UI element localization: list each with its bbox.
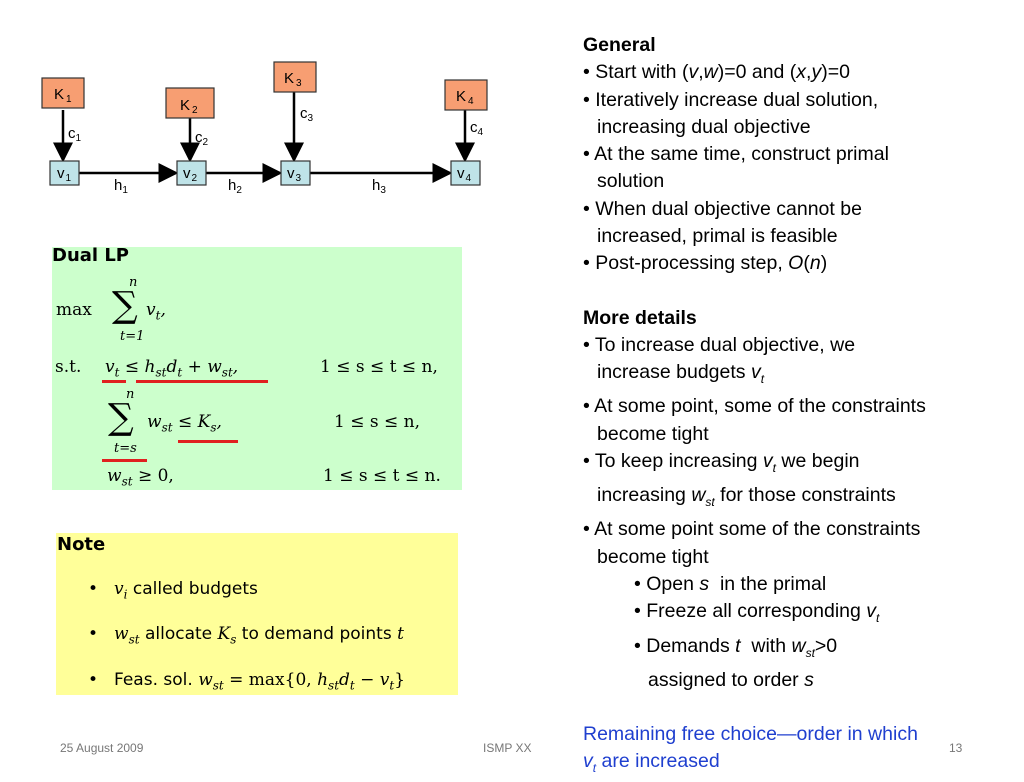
max-label: max (56, 300, 92, 320)
c2-label: c2 (195, 129, 209, 148)
sub-item-open: • Open s in the primal (634, 573, 827, 596)
constraint-1: vt ≤ hstdt + wst, (105, 357, 239, 380)
details-item-1: • To increase dual objective, we (583, 333, 856, 356)
general-item-2-cont: increasing dual objective (597, 115, 811, 138)
underline-sum (102, 459, 147, 462)
general-heading: General (583, 34, 656, 56)
objective: vt, (146, 300, 166, 323)
v4-node: v4 (450, 160, 481, 186)
constraint-3: wst ≥ 0, (107, 466, 174, 489)
sum1-upper: n (129, 275, 138, 290)
c1-label: c1 (68, 125, 82, 144)
details-item-3-cont: increasing wst for those constraints (597, 484, 896, 510)
h3-label: h3 (372, 177, 386, 196)
svg-text:K4: K4 (456, 88, 474, 107)
v2-node: v2 (176, 160, 207, 186)
constraint-3-range: 1 ≤ s ≤ t ≤ n. (323, 466, 441, 486)
general-item-2: • Iteratively increase dual solution, (583, 88, 879, 111)
svg-text:v4: v4 (457, 165, 472, 184)
more-details-heading: More details (583, 306, 697, 329)
sub-item-demands: • Demands t with wst>0 (634, 634, 838, 660)
svg-text:K1: K1 (54, 86, 72, 105)
v3-node: v3 (280, 160, 311, 186)
dual-lp-panel: Dual LP max n ∑ t=1 vt, s.t. vt ≤ hstdt … (52, 245, 462, 490)
general-item-4-cont: increased, primal is feasible (597, 225, 838, 248)
underline-ks (178, 440, 238, 443)
constraint-2-range: 1 ≤ s ≤ n, (334, 412, 420, 432)
details-item-4-cont: become tight (597, 545, 709, 568)
general-item-5: • Post-processing step, O(n) (583, 252, 828, 275)
general-item-3-cont: solution (597, 170, 665, 193)
constraint-1-range: 1 ≤ s ≤ t ≤ n, (320, 357, 438, 377)
svg-text:v1: v1 (57, 165, 72, 184)
note-item-budgets: •vi called budgets (88, 579, 258, 602)
details-item-2-cont: become tight (597, 422, 709, 445)
general-item-3: • At the same time, construct primal (583, 143, 889, 166)
footer-title: ISMP XX (483, 741, 532, 755)
v1-node: v1 (49, 160, 80, 186)
svg-text:v3: v3 (287, 165, 302, 184)
explanation-column: General • Start with (v,w)=0 and (x,y)=0… (583, 32, 1013, 782)
general-item-1: • Start with (v,w)=0 and (x,y)=0 (583, 61, 850, 84)
details-item-1-cont: increase budgets vt (597, 361, 765, 387)
note-title: Note (57, 534, 106, 555)
h2-label: h2 (228, 177, 242, 196)
dual-lp-title: Dual LP (52, 245, 130, 266)
sub-item-freeze: • Freeze all corresponding vt (634, 600, 880, 626)
footer-date: 25 August 2009 (60, 741, 144, 755)
c4-label: c4 (470, 119, 484, 138)
sub-item-demands-cont: assigned to order s (648, 668, 814, 691)
sum2-symbol: ∑ (108, 397, 134, 438)
sum2-upper: n (126, 387, 135, 402)
constraint-2: wst ≤ Ks, (147, 412, 222, 435)
closing-line-1: Remaining free choice—order in which (583, 722, 918, 745)
underline-hd-w (136, 380, 268, 383)
underline-vt (102, 380, 126, 383)
note-item-feasible: •Feas. sol. wst = max{0, hstdt − vt} (88, 670, 406, 693)
sum1-lower: t=1 (120, 329, 145, 344)
c3-label: c3 (300, 105, 314, 124)
sum1-symbol: ∑ (112, 285, 138, 326)
svg-text:K3: K3 (284, 70, 302, 89)
note-panel: Note •vi called budgets •wst allocate Ks… (56, 533, 458, 695)
svg-text:K2: K2 (180, 97, 198, 116)
st-label: s.t. (55, 357, 82, 377)
h1-label: h1 (114, 177, 128, 196)
details-item-3: • To keep increasing vt we begin (583, 450, 860, 475)
page-number: 13 (949, 741, 963, 755)
details-item-4: • At some point some of the constraints (583, 518, 921, 541)
sum2-lower: t=s (114, 441, 137, 456)
svg-text:v2: v2 (183, 165, 198, 184)
details-item-2: • At some point, some of the constraints (583, 395, 926, 418)
general-item-4: • When dual objective cannot be (583, 197, 862, 220)
note-item-allocate: •wst allocate Ks to demand points t (88, 624, 404, 647)
